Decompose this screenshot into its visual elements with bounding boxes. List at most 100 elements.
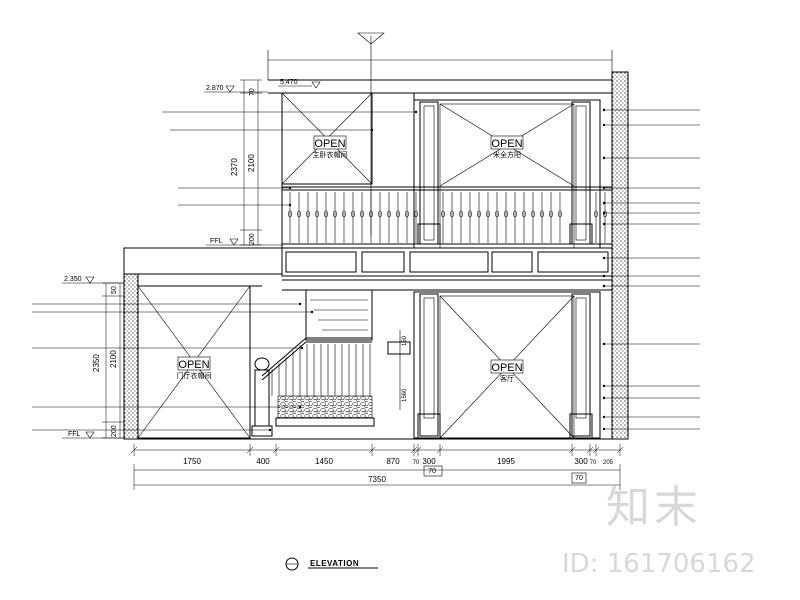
leader-dot: [602, 123, 606, 127]
leader-dot: [602, 415, 606, 419]
svg-text:FFL: FFL: [210, 238, 223, 245]
baluster-bulb: [369, 210, 373, 218]
fascia-beam: [281, 247, 613, 291]
leader-dot: [370, 128, 374, 132]
leader-dot: [602, 284, 606, 288]
level-marker-floor2: 2.350: [62, 276, 124, 284]
dim-label: 1750: [183, 457, 201, 466]
baluster-bulb: [324, 210, 328, 218]
svg-text:5.470: 5.470: [280, 79, 298, 86]
leader-dot: [300, 346, 304, 350]
svg-text:OPEN: OPEN: [178, 359, 209, 371]
leader-dot: [602, 427, 606, 431]
baluster-bulb: [342, 210, 346, 218]
svg-text:OPEN: OPEN: [491, 138, 522, 150]
dim-slash: [436, 446, 444, 454]
dim-label: 400: [256, 457, 270, 466]
watermark: 知末 ID: 161706162: [562, 482, 756, 579]
leader-dot: [298, 302, 302, 306]
dim-slash: [414, 446, 422, 454]
baluster-bulb: [549, 210, 553, 218]
vertical-dims-lower: 2350 2100 200 50: [92, 282, 124, 439]
right-wall: [611, 71, 629, 440]
open-label-bottom-left: OPEN 门厅衣帽间: [177, 356, 212, 380]
baluster-bulb: [495, 210, 499, 218]
level-marker-top: 5.470: [278, 79, 321, 89]
open-label-top-left: OPEN 主卧衣帽间: [313, 135, 348, 159]
svg-text:2.350: 2.350: [64, 276, 82, 283]
dim-label: 300: [574, 457, 588, 466]
svg-text:客厅: 客厅: [500, 374, 514, 383]
baluster-bulb: [468, 210, 472, 218]
dim-slash: [368, 446, 376, 454]
leader-dot: [268, 428, 272, 432]
baluster-bulb: [531, 210, 535, 218]
baluster-bulb: [360, 210, 364, 218]
dim-slash: [586, 446, 594, 454]
leader-dot: [602, 222, 606, 226]
svg-text:OPEN: OPEN: [491, 362, 522, 374]
detail-dims: 150 1560: [402, 335, 408, 402]
leader-dot: [288, 186, 292, 190]
baluster-bulb: [405, 210, 409, 218]
baluster-bulb: [306, 210, 310, 218]
svg-text:2100: 2100: [109, 350, 118, 368]
svg-text:FFL: FFL: [68, 431, 81, 438]
baluster-bulb: [450, 210, 454, 218]
annotation-leaders: [32, 108, 700, 432]
svg-text:门厅衣帽间: 门厅衣帽间: [177, 371, 212, 380]
baluster-bulb: [504, 210, 508, 218]
svg-text:200: 200: [111, 425, 118, 437]
sub-dim-2: 70: [575, 475, 583, 482]
svg-text:主卧衣帽间: 主卧衣帽间: [313, 150, 348, 159]
upper-balustrade: [282, 186, 612, 249]
baluster-bulb: [297, 210, 301, 218]
svg-text:知末: 知末: [606, 482, 702, 533]
dim-slash: [568, 446, 576, 454]
leader-dot: [602, 108, 606, 112]
baluster-bulb: [477, 210, 481, 218]
dim-slash: [130, 446, 138, 454]
svg-text:150: 150: [402, 335, 408, 346]
baluster-bulb: [513, 210, 517, 218]
baluster-bulb: [351, 210, 355, 218]
leader-dot: [602, 211, 606, 215]
baluster-bulb: [288, 210, 292, 218]
open-label-bottom-right: OPEN 客厅: [490, 359, 524, 383]
svg-text:米全方阳: 米全方阳: [493, 150, 521, 159]
dim-label: 70: [590, 460, 597, 466]
leader-dot: [602, 396, 606, 400]
leader-dot: [414, 110, 418, 114]
svg-text:OPEN: OPEN: [314, 138, 345, 150]
baluster-bulb: [378, 210, 382, 218]
leader-dot: [602, 274, 606, 278]
vertical-dims-upper: 2370 2100 200 70: [230, 79, 262, 246]
baluster-bulb: [315, 210, 319, 218]
leader-dot: [602, 256, 606, 260]
svg-text:2100: 2100: [247, 154, 256, 172]
dim-slash: [410, 446, 418, 454]
svg-text:50: 50: [111, 286, 118, 294]
leader-dot: [602, 201, 606, 205]
upper-floor: [268, 79, 612, 249]
lower-floor: [123, 247, 628, 440]
svg-text:ELEVATION: ELEVATION: [310, 559, 359, 568]
dim-slash: [272, 446, 280, 454]
baluster-bulb: [387, 210, 391, 218]
leader-dot: [602, 384, 606, 388]
leader-dot: [298, 405, 302, 409]
left-wall-lower: [123, 273, 139, 440]
svg-text:2.870: 2.870: [206, 85, 224, 92]
svg-text:2350: 2350: [92, 354, 101, 372]
open-label-top-right: OPEN 米全方阳: [490, 135, 524, 159]
baluster-bulb: [396, 210, 400, 218]
svg-text:70: 70: [249, 88, 256, 96]
sub-dim-1: 70: [428, 468, 436, 475]
svg-text:ID: 161706162: ID: 161706162: [562, 549, 756, 579]
drawing-title: ELEVATION: [285, 557, 378, 571]
baluster-bulb: [594, 210, 598, 218]
dim-slash: [246, 446, 254, 454]
dim-slash: [616, 446, 624, 454]
